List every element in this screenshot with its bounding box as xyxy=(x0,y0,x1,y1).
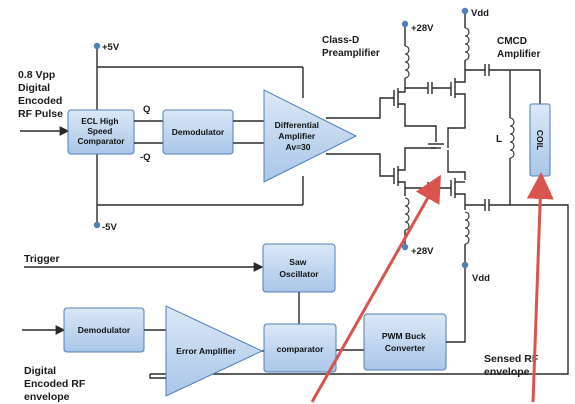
minus5v-label: -5V xyxy=(102,222,117,233)
vdd-top-terminal xyxy=(461,7,469,15)
coil-label: COIL xyxy=(535,130,545,150)
plus28v-bottom-terminal xyxy=(401,243,409,251)
sensed-rf-label: Sensed RF envelope xyxy=(484,353,541,378)
comparator-label: comparator xyxy=(277,344,324,354)
class-d-label: Class-D Preamplifier xyxy=(322,35,380,59)
cmcd-label: CMCD Amplifier xyxy=(497,36,540,60)
pwm-buck-converter-block xyxy=(363,313,447,371)
plus5v-terminal xyxy=(93,42,101,50)
error-amplifier-label: Error Amplifier xyxy=(176,346,236,356)
pwm-buck-converter-label: PWM Buck Converter xyxy=(382,331,428,353)
trigger-label: Trigger xyxy=(24,253,60,265)
ecl-comparator-label: ECL High Speed Comparator xyxy=(77,116,125,146)
plus5v-label: +5V xyxy=(102,42,120,53)
comparator-block xyxy=(263,323,337,373)
l-label: L xyxy=(496,134,502,145)
plus28v-top-terminal xyxy=(401,20,409,28)
demodulator-top-block xyxy=(162,109,234,155)
saw-oscillator-label: Saw Oscillator xyxy=(279,257,319,279)
error-amplifier-block xyxy=(165,305,264,397)
vdd-top-label: Vdd xyxy=(471,8,489,19)
l-inductor xyxy=(509,117,515,159)
plus28v-top-label: +28V xyxy=(411,23,434,34)
preamp-bottom-inductor xyxy=(404,197,410,231)
neg-q-label: -Q xyxy=(140,152,151,163)
annotation-arrow-preamp xyxy=(310,174,441,403)
q-label: Q xyxy=(143,104,150,115)
annotation-arrow-coil xyxy=(526,172,554,403)
minus5v-terminal xyxy=(93,221,101,229)
saw-oscillator-block xyxy=(262,243,336,293)
differential-amplifier-block xyxy=(263,89,358,183)
ecl-comparator-block xyxy=(67,109,135,155)
preamp-top-inductor xyxy=(404,45,410,79)
demodulator-bottom-label: Demodulator xyxy=(78,325,131,335)
cmcd-bottom-inductor xyxy=(464,211,470,245)
vdd-bottom-label: Vdd xyxy=(472,273,490,284)
bottom-input-label: Digital Encoded RF envelope xyxy=(24,365,88,403)
input-rf-label: 0.8 Vpp Digital Encoded RF Pulse xyxy=(18,69,65,120)
differential-amplifier-label: Differential Amplifier Av=30 xyxy=(275,120,322,152)
plus28v-bottom-label: +28V xyxy=(411,246,434,257)
vdd-bottom-terminal xyxy=(461,261,469,269)
demodulator-top-label: Demodulator xyxy=(172,127,225,137)
cmcd-top-inductor xyxy=(464,27,470,61)
